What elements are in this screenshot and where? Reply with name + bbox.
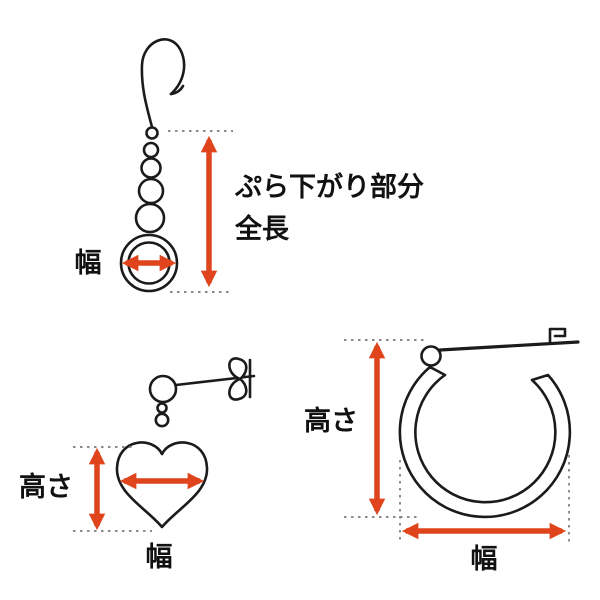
butterfly-back-upper-wing	[228, 357, 248, 381]
ear-wire	[140, 38, 186, 129]
hoop-earring-illustration	[398, 327, 580, 519]
connector-bead	[154, 412, 170, 428]
stud-ball	[148, 374, 178, 404]
stud-earring-measurements: 高さ 幅	[19, 446, 205, 573]
dangle-length-label-line2: 全長	[234, 213, 290, 245]
hoop-pin	[438, 340, 580, 352]
bead	[140, 157, 162, 179]
dangle-length-label-line1: ぷら下がり部分	[234, 171, 424, 203]
heart-charm	[115, 441, 209, 529]
connector-bead	[156, 402, 168, 414]
heart-height-label: 高さ	[19, 471, 73, 503]
hoop-band	[398, 365, 572, 519]
hoop-earring-measurements: 高さ 幅	[304, 339, 570, 575]
bead	[137, 177, 165, 205]
heart-width-label: 幅	[146, 542, 173, 573]
hook-earring-measurements: 幅 ぷら下がり部分 全長	[75, 130, 424, 293]
hoop-hinge-ring	[420, 345, 442, 367]
bead-chain	[134, 141, 166, 234]
bead	[142, 141, 160, 159]
hoop-clasp	[548, 327, 567, 344]
bead	[134, 202, 166, 234]
hoop-width-label: 幅	[471, 544, 498, 575]
butterfly-back-lower-wing	[228, 377, 248, 401]
ear-wire-tip	[169, 84, 185, 96]
hook-earring-illustration	[119, 38, 186, 293]
ring-width-label: 幅	[75, 248, 102, 279]
stud-earring-illustration	[115, 357, 256, 529]
wire-loop	[145, 126, 159, 140]
hoop-height-label: 高さ	[304, 405, 358, 437]
